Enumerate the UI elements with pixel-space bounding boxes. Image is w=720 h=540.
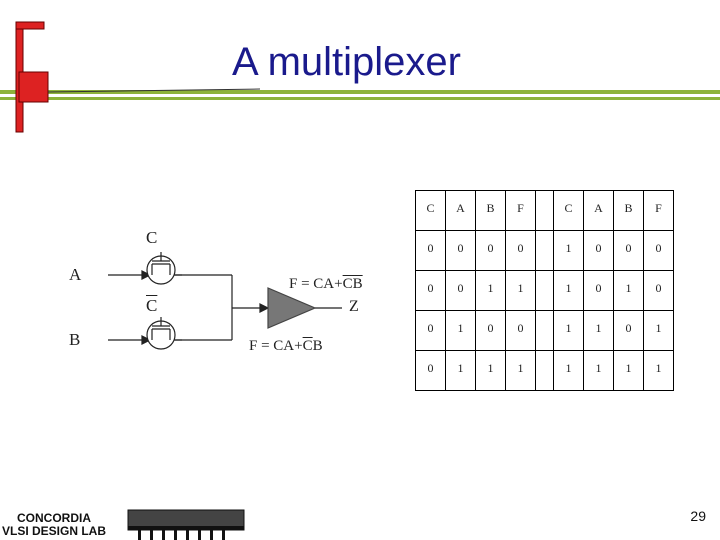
equation-top-lhs: F = CA+	[289, 276, 343, 292]
mux-circuit	[108, 252, 342, 350]
table-gap	[535, 310, 554, 351]
title-underline	[47, 88, 261, 93]
table-cell: 1	[475, 350, 506, 391]
table-cell: 1	[643, 310, 674, 351]
table-cell: 0	[475, 310, 506, 351]
logo-line1: CONCORDIA	[17, 511, 91, 525]
table-cell: 1	[613, 350, 644, 391]
table-cell: 0	[415, 230, 446, 271]
label-output-z: Z	[349, 298, 359, 315]
table-cell: 1	[505, 270, 536, 311]
table-cell: 1	[553, 310, 584, 351]
table-cell: 0	[583, 230, 614, 271]
table-cell: 0	[643, 270, 674, 311]
table-cell: 0	[643, 230, 674, 271]
table-cell: 0	[613, 230, 644, 271]
table-cell: 1	[553, 230, 584, 271]
transmission-gate-bottom	[146, 317, 176, 350]
equation-bottom-tail: B	[312, 338, 323, 354]
header-cell: A	[445, 190, 476, 231]
table-cell: 0	[475, 230, 506, 271]
arrow-b	[141, 335, 152, 345]
table-cell: 1	[445, 350, 476, 391]
label-input-a: A	[69, 265, 82, 284]
green-rule-bottom	[0, 97, 720, 100]
arrow-a	[141, 270, 152, 280]
logo-line2: VLSI DESIGN LAB	[2, 524, 107, 538]
page-number: 29	[690, 508, 706, 524]
concordia-logo-text: CONCORDIA VLSI DESIGN LAB	[2, 512, 106, 538]
red-top-bar	[15, 21, 45, 30]
transmission-gate-top	[146, 252, 176, 285]
header-cell: C	[553, 190, 584, 231]
green-rule-top	[0, 90, 720, 94]
table-gap	[535, 270, 554, 311]
table-cell: 0	[583, 270, 614, 311]
table-cell: 0	[505, 310, 536, 351]
label-c-bar: C	[146, 296, 158, 315]
table-cell: 1	[613, 270, 644, 311]
table-cell: 0	[445, 230, 476, 271]
table-cell: 1	[505, 350, 536, 391]
table-cell: 0	[415, 350, 446, 391]
table-cell: 0	[445, 270, 476, 311]
header-cell: A	[583, 190, 614, 231]
table-cell: 0	[505, 230, 536, 271]
table-cell: 1	[475, 270, 506, 311]
table-gap	[535, 230, 554, 271]
header-cell: B	[475, 190, 506, 231]
table-cell: 1	[553, 270, 584, 311]
slide-header-decoration	[0, 21, 720, 133]
slide-title: A multiplexer	[232, 40, 461, 84]
output-buffer	[267, 287, 317, 329]
label-input-b: B	[69, 330, 81, 349]
equation-bottom-lhs: F = CA+	[249, 338, 303, 354]
equation-top-bar: CB	[342, 276, 363, 292]
red-square	[18, 71, 49, 103]
table-gap	[535, 350, 554, 391]
arrow-to-buffer	[259, 303, 270, 313]
table-cell: 1	[583, 350, 614, 391]
header-cell: C	[415, 190, 446, 231]
table-cell: 0	[415, 270, 446, 311]
table-cell: 0	[415, 310, 446, 351]
header-cell: B	[613, 190, 644, 231]
table-cell: 1	[445, 310, 476, 351]
header-cell: F	[643, 190, 674, 231]
label-c-top: C	[146, 228, 158, 247]
equation-top: F = CA+CB	[289, 276, 363, 293]
table-gap	[535, 190, 554, 231]
table-cell: 1	[643, 350, 674, 391]
equation-bottom-bar: C	[302, 338, 313, 354]
equation-bottom: F = CA+CB	[249, 338, 323, 355]
table-cell: 1	[553, 350, 584, 391]
chip-icon	[127, 509, 245, 540]
table-cell: 0	[613, 310, 644, 351]
header-cell: F	[505, 190, 536, 231]
table-cell: 1	[583, 310, 614, 351]
